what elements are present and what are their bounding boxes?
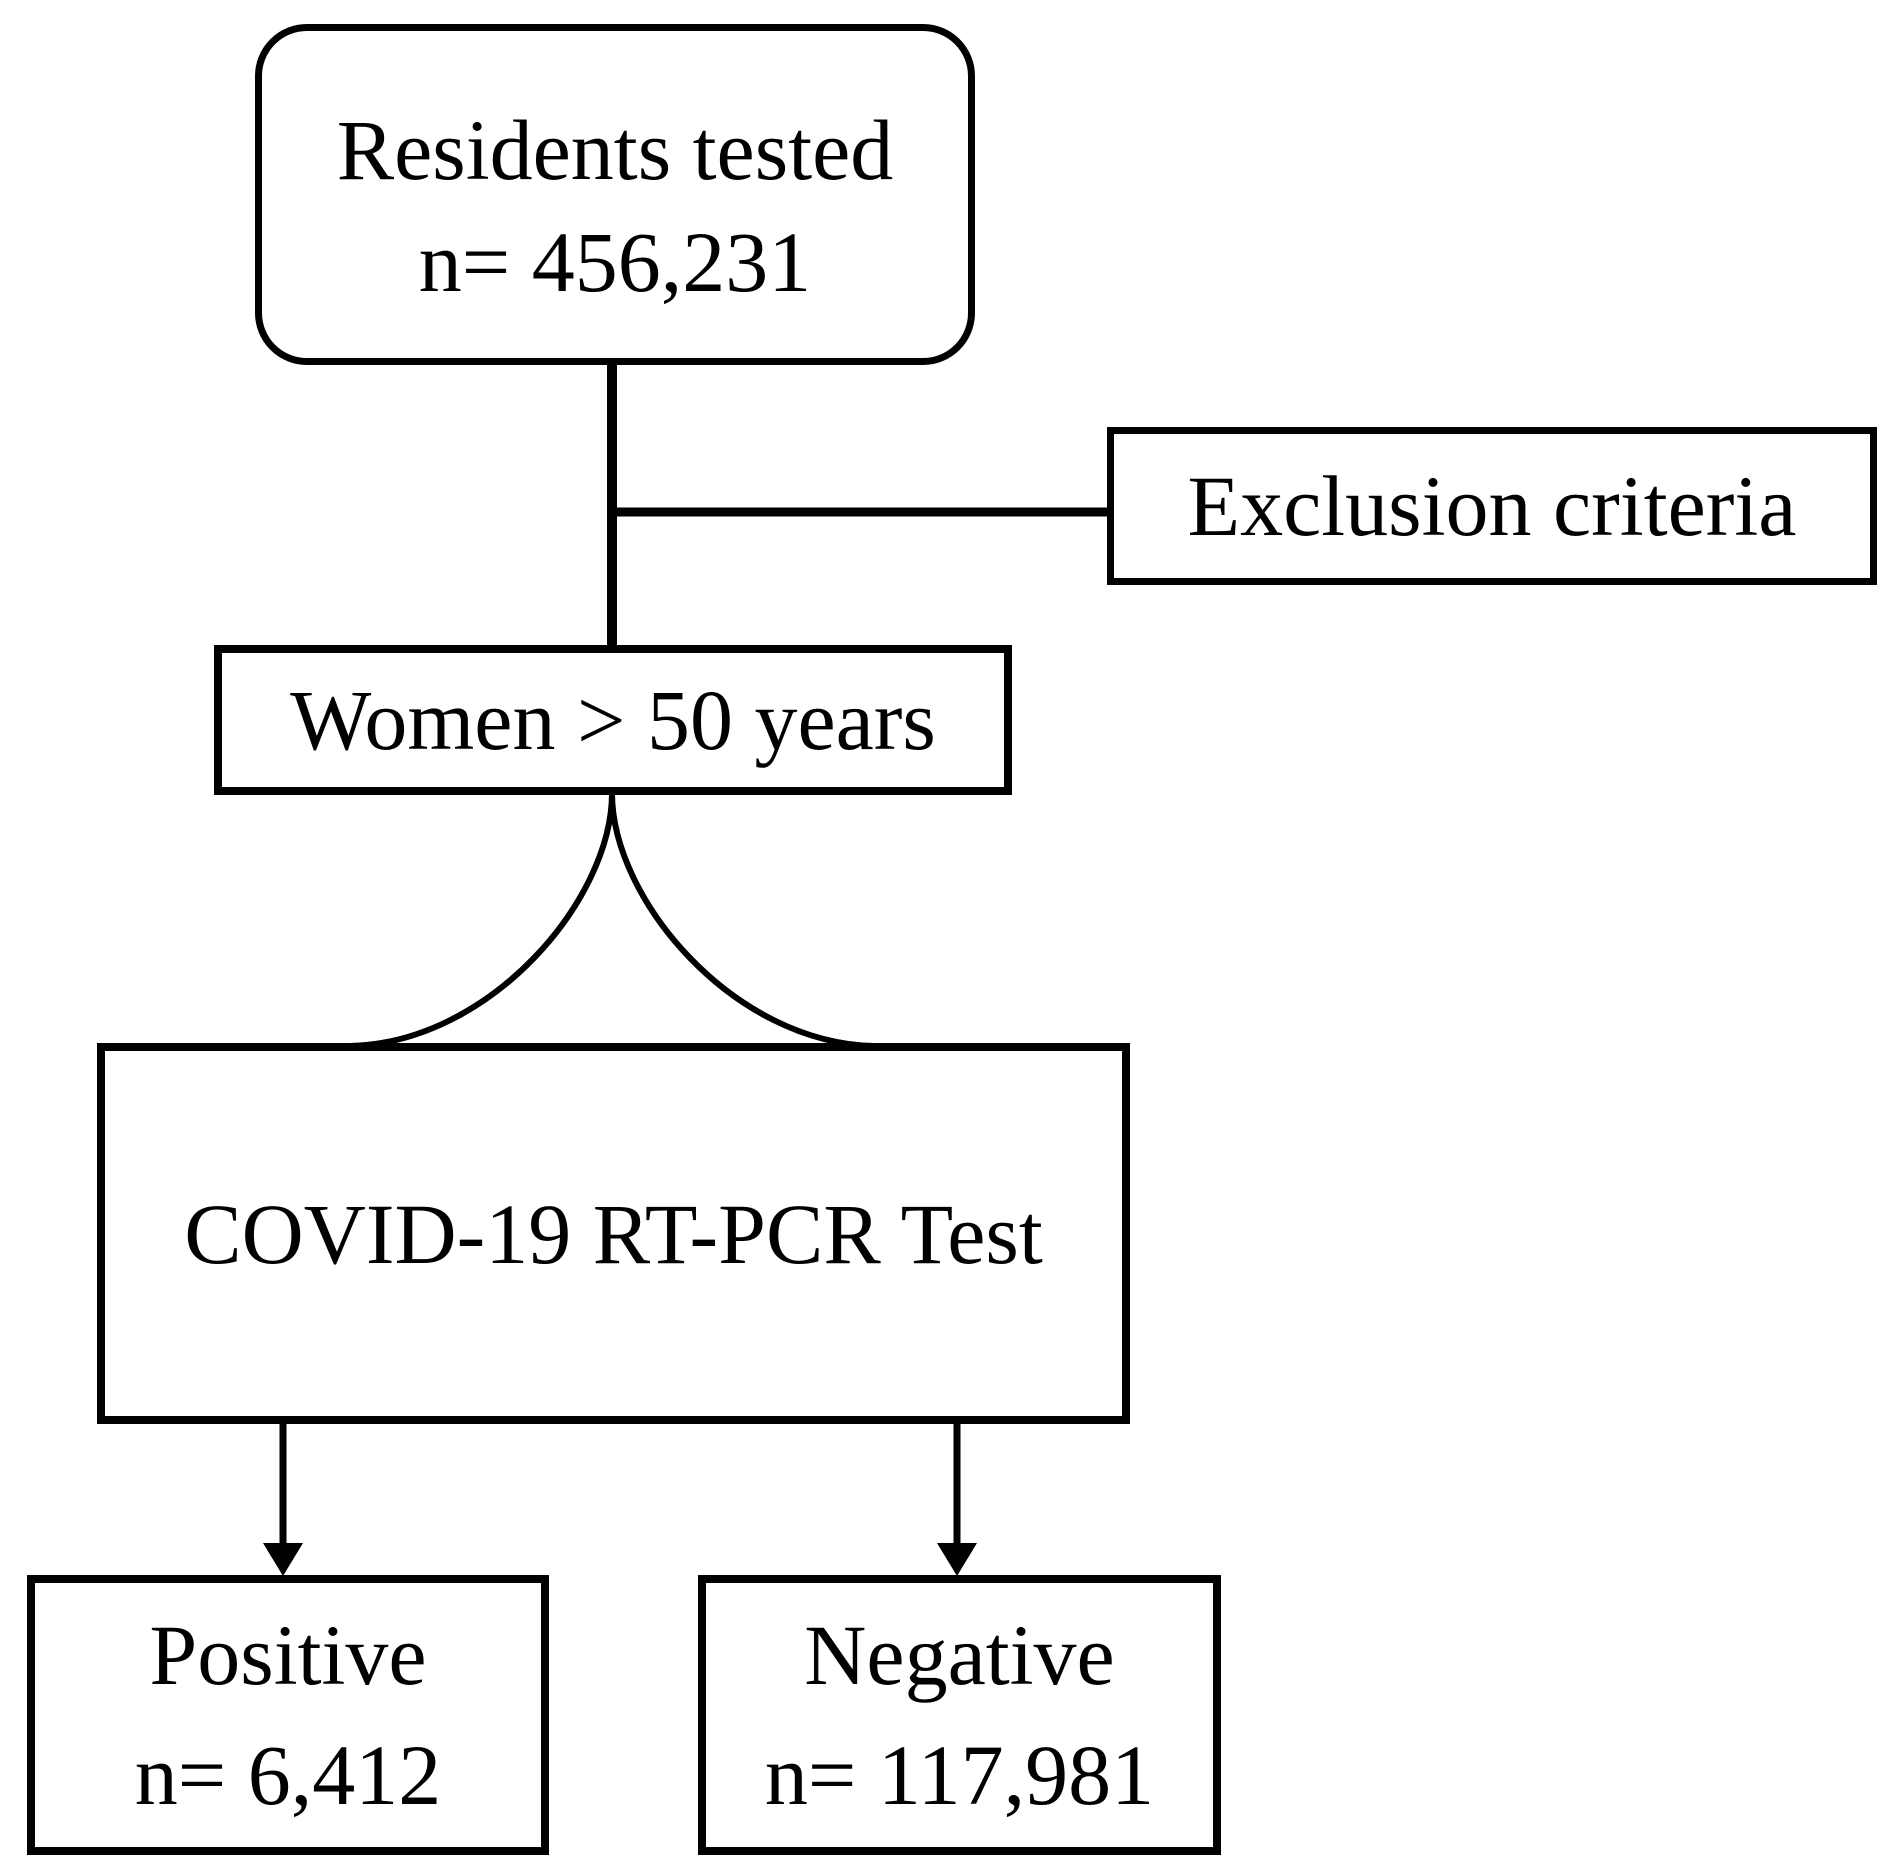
negative-result-count: n= 117,981 [764,1727,1155,1823]
covid-rt-pcr-test-label: COVID-19 RT-PCR Test [184,1185,1043,1282]
arrow-covid-to-negative-head-icon [937,1543,977,1576]
node-positive-result: Positive n= 6,412 [27,1575,549,1855]
node-negative-result: Negative n= 117,981 [698,1575,1221,1855]
node-women-over-50: Women > 50 years [214,645,1012,795]
women-over-50-label: Women > 50 years [290,672,936,768]
residents-tested-count: n= 456,231 [418,213,812,310]
connector-women-to-covid-curve-left [349,792,615,1049]
exclusion-criteria-label: Exclusion criteria [1187,458,1797,554]
node-covid-rt-pcr-test: COVID-19 RT-PCR Test [97,1043,1130,1424]
residents-tested-label: Residents tested [336,101,894,198]
negative-result-label: Negative [804,1607,1115,1703]
node-exclusion-criteria: Exclusion criteria [1107,427,1877,585]
arrow-covid-to-positive-head-icon [263,1543,303,1576]
connector-women-to-covid-curve-right [609,792,875,1049]
node-residents-tested: Residents tested n= 456,231 [255,24,975,365]
positive-result-count: n= 6,412 [134,1727,442,1823]
positive-result-label: Positive [149,1607,427,1703]
